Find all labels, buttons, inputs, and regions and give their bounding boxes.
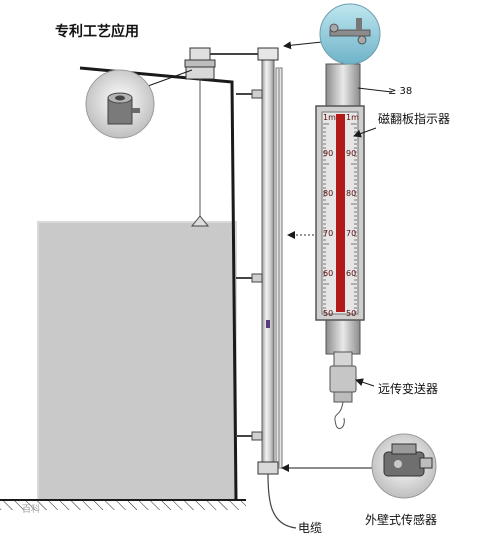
scale-label-50-left: 50 [323, 309, 333, 318]
indicator-lower-pipe [325, 315, 361, 355]
magnetic-flap-indicator [315, 105, 365, 321]
scale-label-50-right: 50 [346, 309, 356, 318]
indicator-label: 磁翻板指示器 [378, 111, 450, 126]
scale-label-70-left: 70 [323, 229, 333, 238]
scale-label-60-left: 60 [323, 269, 333, 278]
roof-nozzle [185, 66, 215, 80]
leader-transmitter [355, 378, 375, 387]
scale-label-70-right: 70 [346, 229, 356, 238]
cable-line [267, 473, 297, 529]
side-connections [236, 89, 263, 441]
leader-pipe-diameter [357, 87, 393, 93]
float [190, 215, 210, 227]
wall-sensor-collar [257, 461, 279, 475]
wall-sensor-photo [371, 433, 437, 499]
diagram-title: 专利工艺应用 [55, 23, 139, 40]
watermark: 百科 [22, 503, 40, 515]
scale-top-left: 1m [323, 113, 336, 122]
bracket-bar-icon [329, 29, 371, 37]
indicator-upper-pipe [325, 63, 361, 109]
roof-sensor-photo [85, 69, 155, 139]
cable-label: 电缆 [298, 521, 322, 535]
top-bracket-photo [319, 3, 381, 65]
scale-labels: 90 90 80 80 70 70 60 60 50 50 [323, 149, 356, 318]
scale-top-right: 1m [346, 113, 359, 122]
leader-indicator [353, 127, 377, 138]
scale-label-90-left: 90 [323, 149, 333, 158]
leader-roof-sensor [147, 69, 193, 87]
scale-label-90-right: 90 [346, 149, 356, 158]
gauge-top-cap [257, 47, 279, 61]
scale-label-80-left: 80 [323, 189, 333, 198]
gauge-pipe [261, 57, 275, 467]
gauge-scale-inner [278, 68, 280, 468]
level-marker [266, 320, 270, 328]
scale-label-60-right: 60 [346, 269, 356, 278]
transmitter-label: 远传变送器 [378, 381, 438, 396]
tank-liquid [37, 221, 237, 501]
scale-label-80-right: 80 [346, 189, 356, 198]
top-flange-base [184, 59, 216, 68]
wall-sensor-label: 外壁式传感器 [365, 512, 437, 527]
red-flap-column [336, 114, 345, 312]
clamp-sensor-icon [383, 451, 425, 477]
remote-transmitter [329, 351, 357, 429]
top-flange [189, 47, 211, 61]
leader-top-bracket [283, 41, 323, 50]
pipe-diameter-label: ≥ 38 [388, 86, 412, 97]
ground-hatch [0, 500, 246, 510]
